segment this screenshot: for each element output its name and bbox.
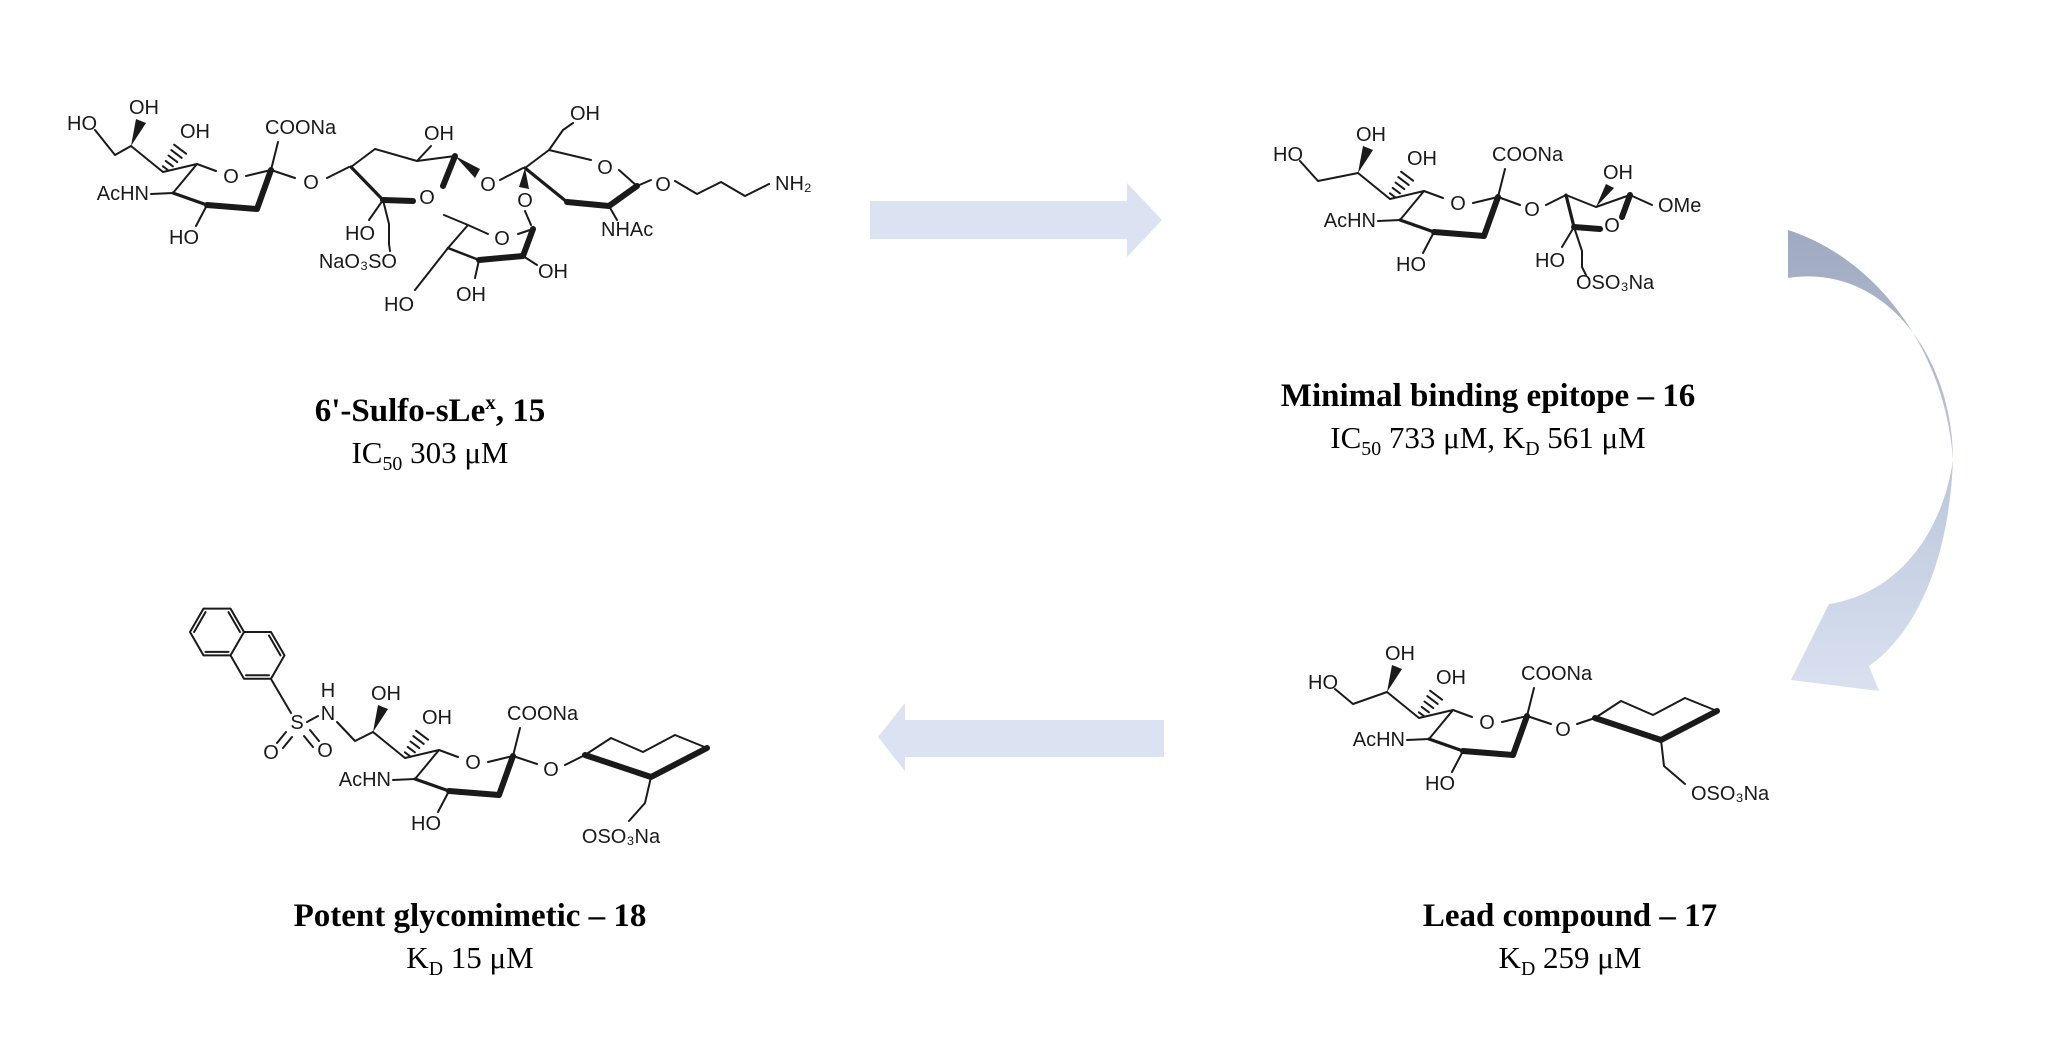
curved-arrow-icon xyxy=(1788,230,1953,691)
atom-label-ho: HO xyxy=(345,223,375,245)
compound-17-caption: Lead compound – 17 KD 259 μM xyxy=(1310,896,1830,989)
atom-label-ho: HO xyxy=(384,294,414,316)
atom-label-ring-o: O xyxy=(597,157,613,179)
atom-label-o: O xyxy=(543,759,559,781)
atom-label-ho: HO xyxy=(1273,144,1303,166)
atom-label-sulfate: NaO₃SO xyxy=(319,251,397,273)
atom-label-ome: OMe xyxy=(1658,195,1701,217)
atom-label-ho: HO xyxy=(1308,672,1338,694)
atom-label-h: H xyxy=(321,680,335,702)
atom-label-oh: OH xyxy=(424,123,454,145)
atom-label-o: O xyxy=(317,740,333,762)
atom-label-ho: HO xyxy=(67,113,97,135)
arrow-17-to-18 xyxy=(878,703,1164,771)
wedge-bond xyxy=(519,168,529,189)
atom-label-oh: OH xyxy=(538,261,568,283)
structure-17-drawing: HO O OSO₃Na xyxy=(1308,628,1770,805)
atom-label-o: O xyxy=(1555,719,1571,741)
atom-label-o: O xyxy=(480,174,496,196)
structure-18-drawing: S O O N H O OSO₃Na xyxy=(189,607,710,848)
atom-label-oh: OH xyxy=(1603,162,1633,184)
compound-18-affinity: KD 15 μM xyxy=(406,940,534,981)
compound-15-caption: 6'-Sulfo-sLex, 15 IC50 303 μM xyxy=(130,382,730,484)
structure-15-drawing: HO O OH O HO NaO₃SO O O OH O NHAc O NH₂ … xyxy=(67,68,812,316)
naphthalene-rings xyxy=(189,607,286,680)
arrow-15-to-16 xyxy=(870,183,1162,257)
compound-16-caption: Minimal binding epitope – 16 IC50 733 μM… xyxy=(1188,376,1788,469)
structure-16-drawing: HO O OH OMe O HO OSO₃Na xyxy=(1273,95,1701,294)
compound-16-title: Minimal binding epitope – 16 xyxy=(1280,378,1696,414)
right-arrow-icon xyxy=(870,183,1162,257)
atom-label-sulfate: OSO₃Na xyxy=(1576,272,1655,294)
atom-label-ring-o: O xyxy=(419,187,435,209)
atom-label-n: N xyxy=(321,703,335,725)
compound-18-caption: Potent glycomimetic – 18 KD 15 μM xyxy=(210,896,730,989)
compound-16-affinity: IC50 733 μM, KD 561 μM xyxy=(1330,420,1646,461)
atom-label-ring-o: O xyxy=(1604,215,1620,237)
compound-17-affinity: KD 259 μM xyxy=(1498,940,1642,981)
atom-label-sulfate: OSO₃Na xyxy=(582,826,661,848)
wedge-bond xyxy=(455,156,480,178)
atom-label-o: O xyxy=(1524,199,1540,221)
atom-label-ho: HO xyxy=(1535,250,1565,272)
atom-label-oh: OH xyxy=(456,284,486,306)
atom-label-s: S xyxy=(290,712,303,734)
left-arrow-icon xyxy=(878,703,1164,771)
atom-label-o: O xyxy=(655,174,671,196)
compound-17-title: Lead compound – 17 xyxy=(1422,898,1718,934)
wedge-bond xyxy=(1596,184,1614,207)
compound-15-affinity: IC50 303 μM xyxy=(351,435,509,476)
atom-label-o: O xyxy=(303,172,319,194)
atom-label-oh: OH xyxy=(570,103,600,125)
arrow-16-to-17 xyxy=(1788,230,1953,691)
atom-label-sulfate: OSO₃Na xyxy=(1691,783,1770,805)
atom-label-nh2: NH₂ xyxy=(775,173,812,195)
atom-label-nhac: NHAc xyxy=(601,219,653,241)
atom-label-ring-o: O xyxy=(494,228,510,250)
compound-15-title: 6'-Sulfo-sLex, 15 xyxy=(314,390,546,429)
compound-18-title: Potent glycomimetic – 18 xyxy=(293,898,647,934)
atom-label-o: O xyxy=(517,190,533,212)
atom-label-o: O xyxy=(263,742,279,764)
